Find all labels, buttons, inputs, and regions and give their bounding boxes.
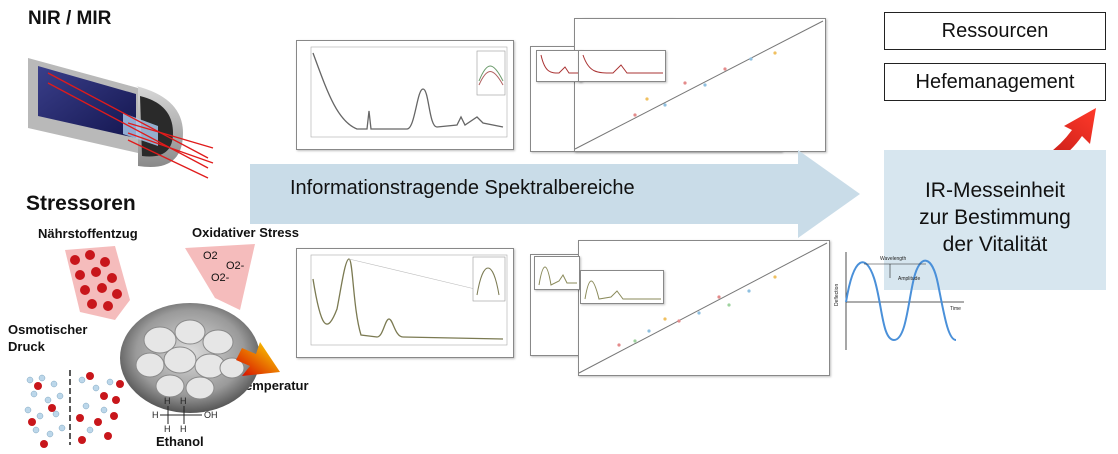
oxygen-symbol-2: O2- [226, 260, 245, 272]
regression-plot-bottom [578, 242, 828, 374]
regression-inset-top-b [578, 50, 666, 82]
spectrum-plot-top [310, 46, 508, 138]
sine-wave-diagram: Wavelength Amplitude Deflection Time [834, 252, 964, 350]
label-ethanol: Ethanol [156, 434, 204, 449]
oxygen-symbol-3: O2- [211, 272, 230, 284]
regression-inset-bottom-a [534, 256, 580, 290]
regression-card-bottom-front [578, 240, 830, 376]
spectrum-plot-bottom [310, 254, 508, 346]
regression-plot-top [574, 20, 824, 150]
label-osmotischer: Osmotischer [8, 322, 88, 337]
ir-measurement-panel [884, 150, 1106, 290]
box-ressourcen: Ressourcen [884, 12, 1106, 50]
svg-text:OH: OH [204, 410, 218, 420]
oxygen-symbol-1: O2 [203, 250, 218, 262]
arrow-label: Informationstragende Spektralbereiche [290, 177, 635, 199]
wave-label-wavelength: Wavelength [880, 256, 906, 262]
nir-mir-title: NIR / MIR [28, 8, 112, 29]
regression-card-top-front [574, 18, 826, 152]
spectrum-card-top [296, 40, 514, 150]
wave-label-deflection: Deflection [834, 284, 840, 306]
stressoren-title: Stressoren [26, 192, 136, 215]
svg-text:H: H [164, 424, 171, 434]
svg-text:H: H [180, 424, 187, 434]
regression-inset-top-a [536, 50, 582, 82]
information-arrow [250, 150, 860, 238]
regression-inset-bottom-b [580, 270, 664, 304]
label-temperatur: Temperatur [238, 378, 309, 393]
red-curved-arrow [1016, 108, 1096, 174]
spectrum-card-bottom [296, 248, 514, 358]
svg-text:H: H [164, 396, 171, 406]
wave-label-amplitude: Amplitude [898, 276, 920, 282]
probe-illustration [28, 58, 214, 179]
wave-label-time: Time [950, 306, 961, 312]
panel-line-3: der Vitalität [942, 233, 1048, 256]
label-oxidativer-stress: Oxidativer Stress [192, 225, 299, 240]
nutrient-dots [70, 250, 122, 311]
svg-text:H: H [180, 396, 187, 406]
panel-line-1: IR-Messeinheit [924, 179, 1066, 202]
panel-line-2: zur Bestimmung [919, 206, 1071, 229]
svg-text:H: H [152, 410, 159, 420]
box-hefemanagement: Hefemanagement [884, 63, 1106, 101]
label-druck: Druck [8, 339, 45, 354]
label-naehrstoffentzug: Nährstoffentzug [38, 226, 138, 241]
